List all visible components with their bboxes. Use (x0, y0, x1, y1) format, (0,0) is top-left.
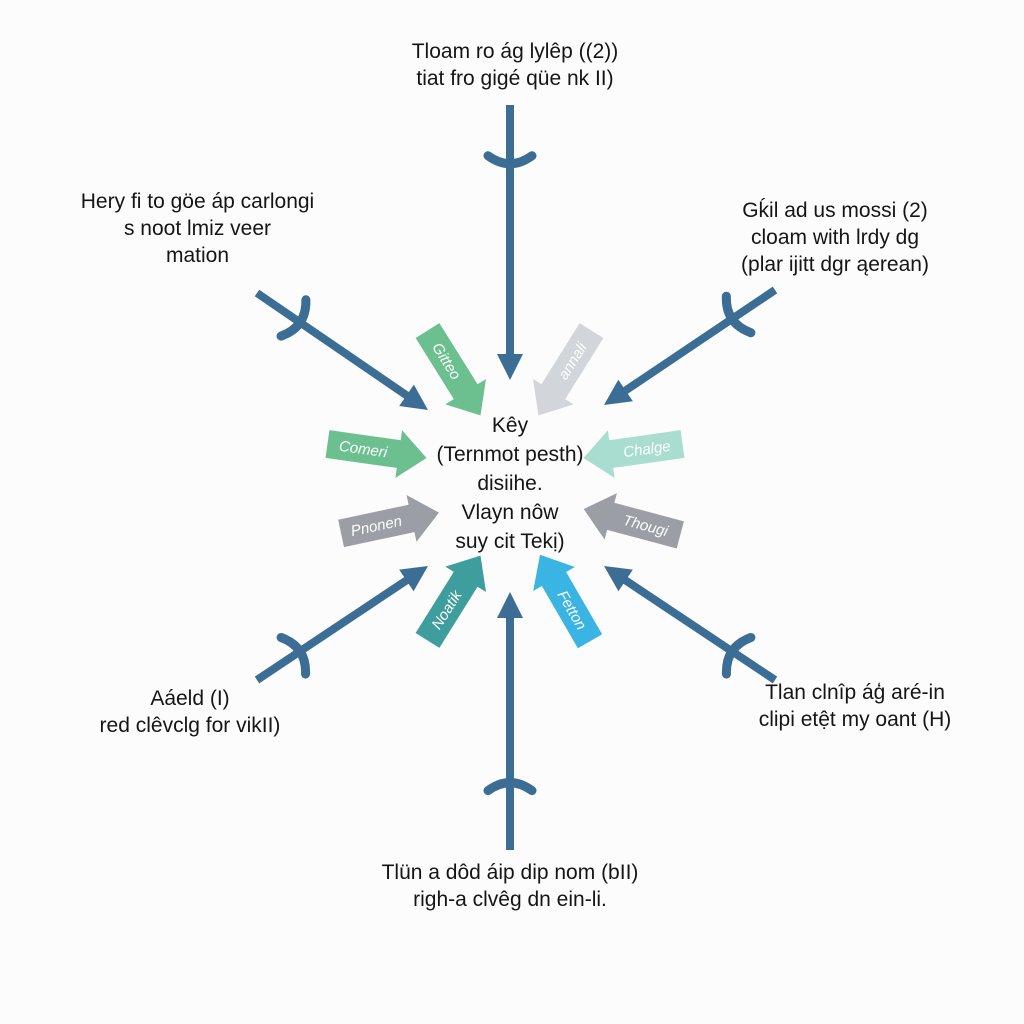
label-top-right-line-3: (plar ijitt dgr ąerean) (741, 253, 929, 276)
outer-arrow-head (604, 566, 633, 592)
outer-arrow-top (483, 105, 537, 380)
label-top-right: Gḱil ad us mossi (2) cloam with lrdy dg … (700, 197, 970, 278)
label-bottom: Tlün a dôd áip dip nom (bII) righ-a clvê… (330, 859, 690, 913)
outer-arrow-barb (721, 632, 756, 679)
inner-arrow-3: Comeri (325, 430, 427, 478)
inner-arrow-8: Fetton (533, 554, 603, 649)
label-top-right-line-2: cloam with lrdy dg (750, 226, 920, 249)
inner-arrow-body (583, 493, 684, 549)
label-center-line-4: Vlayn nôw (461, 501, 559, 524)
inner-arrow-body (415, 323, 487, 416)
outer-arrow-shaft (613, 286, 778, 401)
label-bottom-left: Aáeld (I) red clêvclg for vikII) (70, 685, 310, 739)
outer-arrow-shaft (613, 570, 778, 684)
inner-arrow-body (532, 323, 604, 416)
outer-arrow-barb (483, 151, 537, 169)
label-center-line-3: disiihe. (477, 472, 543, 495)
outer-arrow-barb (276, 295, 311, 341)
inner-arrow-body (583, 430, 685, 478)
outer-arrow-head (604, 379, 633, 405)
outer-arrow-shaft (254, 289, 419, 406)
label-center-line-2: (Ternmot pesth) (436, 443, 584, 466)
label-top-right-line-1: Gḱil ad us mossi (2) (742, 199, 928, 222)
outer-arrow-barb (483, 778, 537, 796)
outer-arrow-top-right (604, 286, 778, 405)
inner-arrow-body (533, 554, 603, 649)
outer-arrow-bottom-right (604, 566, 778, 684)
label-top-left-line-3: mation (165, 244, 230, 267)
inner-arrow-body (415, 555, 487, 648)
label-center: Kêy (Ternmot pesth) disiihe. Vlayn nôw s… (400, 411, 620, 556)
label-bottom-left-line-2: red clêvclg for vikII) (99, 714, 281, 737)
label-top-left: Hery fi to göe áp carlongi s noot lmiz v… (50, 188, 345, 269)
outer-arrow-barb (276, 632, 311, 679)
label-top: Tloam ro ág lylêp ((2)) tiat fro gigé qü… (330, 38, 700, 92)
outer-arrow-top-left (254, 289, 428, 410)
outer-arrow-bottom (483, 592, 537, 850)
label-top-line-2: tiat fro gigé qüe nk II) (416, 67, 614, 90)
outer-arrow-head (497, 592, 523, 618)
outer-arrow-barb (721, 291, 756, 338)
label-bottom-right: Tlan clnîp áģ aré-in clipi etệt my oant … (725, 679, 985, 733)
inner-arrow-4: Chalge (583, 430, 685, 478)
label-center-line-5: suy cit Tekị) (455, 530, 565, 553)
outer-arrow-head (399, 384, 428, 410)
outer-arrow-head (399, 566, 428, 592)
label-top-left-line-1: Hery fi to göe áp carlongi (80, 190, 315, 213)
inner-arrow-body (338, 494, 439, 548)
inner-arrow-label: Chalge (622, 438, 671, 461)
inner-arrow-5: Pnonen (338, 494, 439, 548)
outer-arrow-head (497, 354, 523, 380)
inner-arrow-6: Thougi (583, 493, 684, 549)
label-bottom-left-line-1: Aáeld (I) (150, 687, 230, 710)
label-top-line-1: Tloam ro ág lylêp ((2)) (411, 40, 619, 63)
label-bottom-right-line-2: clipi etệt my oant (H) (758, 708, 952, 731)
inner-arrow-label: Comeri (338, 438, 389, 462)
label-top-left-line-2: s noot lmiz veer (123, 217, 272, 240)
outer-arrow-bottom-left (254, 566, 428, 684)
inner-arrow-body (325, 430, 427, 478)
inner-arrow-7: Noatik (415, 555, 487, 648)
label-center-line-1: Kêy (491, 414, 529, 437)
label-bottom-line-1: Tlün a dôd áip dip nom (bII) (381, 861, 639, 884)
label-bottom-right-line-1: Tlan clnîp áģ aré-in (765, 681, 945, 704)
outer-arrow-shaft (254, 570, 419, 684)
outer-arrows (254, 105, 778, 850)
label-bottom-line-2: righ-a clvêg dn ein-li. (413, 888, 607, 911)
